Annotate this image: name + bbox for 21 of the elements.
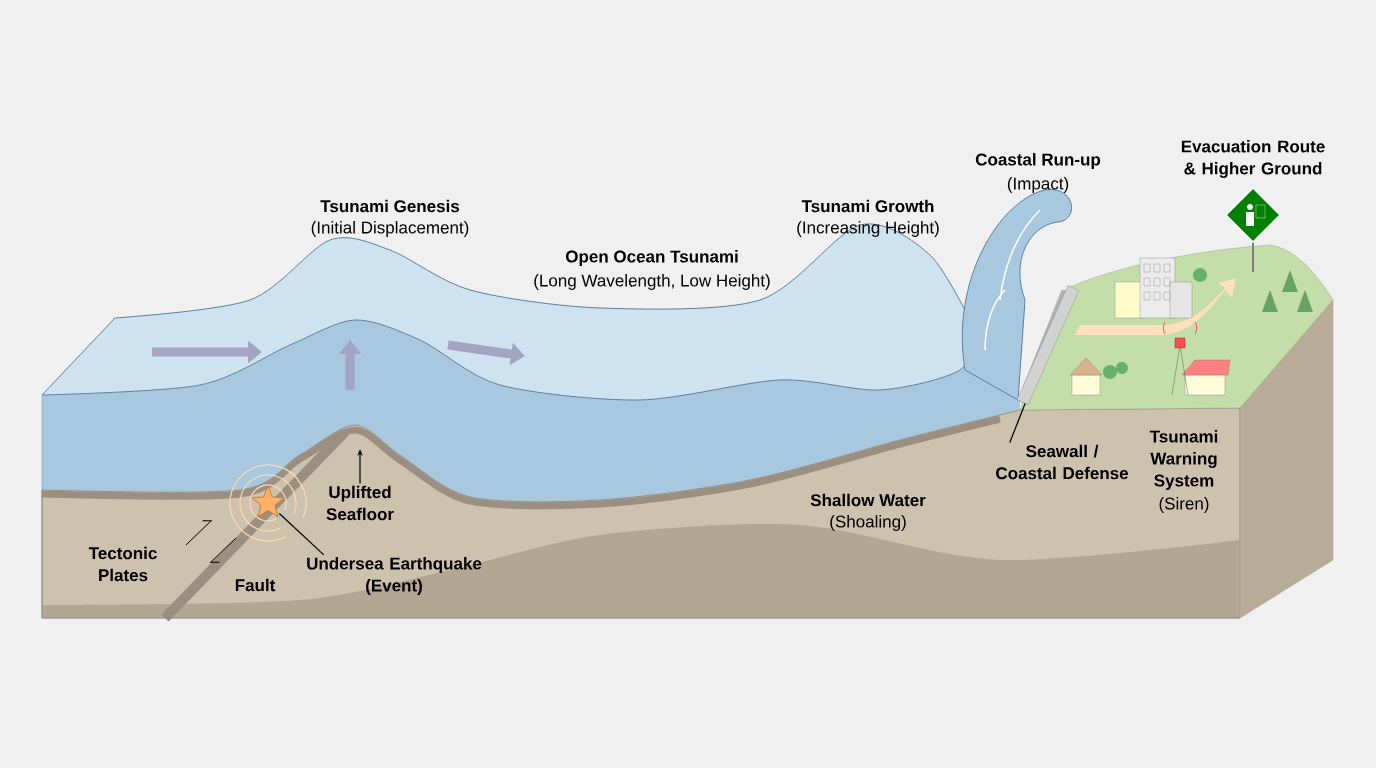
- leader-line: [278, 512, 325, 556]
- stage-title: Coastal Run-up: [975, 153, 1101, 169]
- place-label: (Siren): [1159, 497, 1209, 513]
- text-label: Undersea Earthquake (Event): [307, 557, 482, 595]
- stage-title: Open Ocean Tsunami: [565, 250, 738, 266]
- place-label: Tsunami Warning System: [1149, 430, 1218, 490]
- star-symbol: [251, 485, 285, 518]
- text-label: Seawall / Coastal Defense: [996, 444, 1128, 480]
- seawall: [1016, 285, 1080, 405]
- stage-title: Tsunami Growth: [801, 199, 934, 213]
- stage-subtitle: (Long Wavelength, Low Height): [534, 274, 770, 290]
- stage-subtitle: (Increasing Height): [797, 221, 939, 237]
- place-label: Tectonic Plates: [88, 546, 157, 582]
- place-label: Fault: [235, 578, 276, 592]
- stage-subtitle: (Initial Displacement): [311, 221, 469, 237]
- place-label: (Shoaling): [830, 515, 906, 531]
- stage-title: Evacuation Route & Higher Ground: [1181, 140, 1325, 178]
- stage-subtitle: (Impact): [1007, 177, 1069, 193]
- text-label: Uplifted Seafloor: [326, 485, 394, 521]
- stage-title: Tsunami Genesis: [320, 199, 460, 213]
- place-label: Shallow Water: [810, 493, 926, 507]
